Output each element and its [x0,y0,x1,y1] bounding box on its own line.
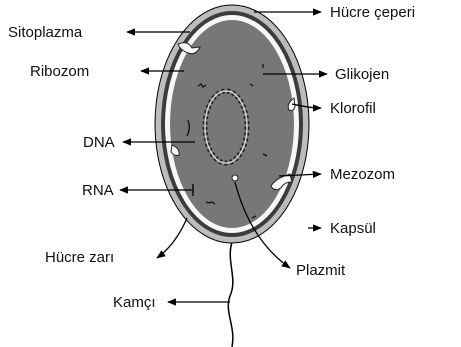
label-rna: RNA [82,182,114,199]
label-glikojen: Glikojen [335,66,389,83]
label-klorofil: Klorofil [330,100,376,117]
plasmid [232,175,238,181]
line-hucre-zari [157,218,187,258]
label-hucre-ceperi: Hücre çeperi [330,4,415,21]
label-kapsul: Kapsül [330,220,376,237]
label-hucre-zari: Hücre zarı [45,249,114,266]
label-kamci: Kamçı [113,294,156,311]
label-mezozom: Mezozom [330,166,395,183]
label-dna: DNA [83,134,115,151]
flagellum [228,242,233,347]
label-plazmit: Plazmit [296,262,346,279]
label-ribozom: Ribozom [30,63,89,80]
label-sitoplazma: Sitoplazma [8,24,83,41]
